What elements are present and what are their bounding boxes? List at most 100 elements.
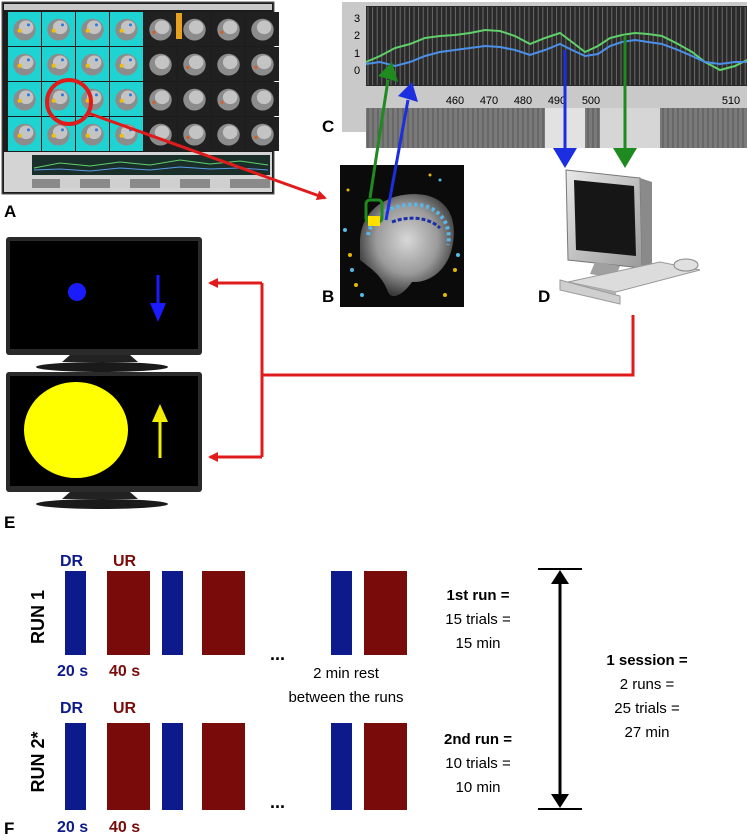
block-bar-stripes (367, 108, 744, 148)
slice-activation (119, 28, 124, 33)
slice-activation (254, 135, 258, 139)
x-tick-label: 470 (480, 95, 498, 107)
x-tick-label: 480 (514, 95, 532, 107)
slice-colorbar (176, 13, 182, 39)
down-feedback-dot (68, 283, 86, 301)
slice-activation (128, 93, 132, 97)
blue-arrow-b-to-c (384, 99, 410, 221)
session-summary-line2: 2 runs = (620, 676, 675, 693)
session-summary-line3: 25 trials = (614, 700, 680, 717)
feedback-loop-arrows (208, 278, 635, 462)
slice-brain-highlight (256, 125, 272, 140)
x-tick-label: 510 (722, 95, 740, 107)
run1-summary-line3: 15 min (455, 635, 500, 652)
slice-activation (94, 128, 98, 132)
slice-activation (94, 93, 98, 97)
slice-activation (119, 133, 124, 138)
y-tick-label: 3 (354, 13, 360, 25)
x-tick-label: 490 (548, 95, 566, 107)
slice-brain-highlight (154, 20, 170, 35)
computer-screen (574, 180, 636, 256)
slice-activation (119, 63, 124, 68)
mouse (673, 258, 699, 272)
keyboard (567, 261, 701, 293)
arrow-a-to-b (87, 111, 327, 201)
slice-brain-highlight (222, 125, 238, 140)
slice-brain-highlight (52, 125, 68, 140)
run2-dr-duration: 20 s (57, 819, 88, 836)
slice-activation (119, 98, 124, 103)
dr-block (331, 571, 352, 655)
slice-brain-highlight (188, 20, 204, 35)
slice-brain-highlight (86, 125, 102, 140)
brain-sagittal-shape (360, 194, 454, 297)
panel-label-d: D (538, 287, 550, 306)
ur-block (107, 723, 150, 810)
slice-activation (26, 58, 30, 62)
slice-brain-highlight (18, 125, 34, 140)
slice-activation (60, 128, 64, 132)
slice-activation (17, 133, 22, 138)
slice-activation (94, 23, 98, 27)
roi-highlight-circle (45, 78, 93, 126)
run1-block-sequence (65, 571, 407, 655)
slice-activation (220, 30, 224, 34)
scanner-titlebar (4, 4, 272, 10)
panel-label-e: E (4, 513, 15, 532)
arrows-b-to-c (368, 62, 418, 221)
panel-e-monitor-upregulate (6, 372, 202, 509)
slice-activation (51, 28, 56, 33)
down-arrow-icon (150, 303, 166, 322)
run1-ur-label: UR (113, 553, 137, 570)
run2-ur-label: UR (113, 700, 137, 717)
slice-activation (51, 133, 56, 138)
slice-brain-highlight (120, 55, 136, 70)
slice-activation (220, 100, 224, 104)
slice-brain-highlight (86, 55, 102, 70)
dr-block (162, 571, 183, 655)
mini-block-bar (32, 179, 270, 188)
panel-label-b: B (322, 287, 334, 306)
panel-b-brain-slice (340, 165, 464, 307)
y-tick-label: 2 (354, 30, 360, 42)
slice-brain-highlight (52, 55, 68, 70)
run1-ur-duration: 40 s (109, 663, 140, 680)
panel-label-c: C (322, 117, 334, 136)
slice-activation (17, 63, 22, 68)
arrows-c-to-d (553, 35, 637, 168)
run1-dr-label: DR (60, 553, 84, 570)
up-arrow-icon (152, 404, 168, 422)
mini-blue-trace (33, 166, 269, 172)
slice-activation (128, 23, 132, 27)
slice-brain-highlight (18, 55, 34, 70)
green-roi-trace (365, 28, 748, 72)
slice-activation (152, 30, 156, 34)
slice-activation (254, 65, 258, 69)
slice-activation (85, 28, 90, 33)
ur-block (364, 571, 407, 655)
dr-block (65, 571, 86, 655)
slice-activation (51, 98, 56, 103)
slice-brain-highlight (18, 20, 34, 35)
run1-dr-duration: 20 s (57, 663, 88, 680)
rest-text-line1: 2 min rest (313, 665, 380, 682)
activation-yellow-blob (368, 216, 380, 226)
y-tick-label: 0 (354, 65, 360, 77)
slice-brain-highlight (188, 125, 204, 140)
slice-activation (26, 23, 30, 27)
slice-activation (60, 58, 64, 62)
session-summary-line4: 27 min (624, 724, 669, 741)
x-tick-label: 500 (582, 95, 600, 107)
slice-activation (26, 128, 30, 132)
computer-base (559, 279, 621, 305)
slice-activation (60, 93, 64, 97)
run2-summary-line2: 10 trials = (445, 755, 511, 772)
block-highlight (600, 108, 660, 148)
slice-activation (85, 98, 90, 103)
run2-ur-duration: 40 s (109, 819, 140, 836)
mini-green-trace (33, 159, 269, 169)
run1-summary-line2: 15 trials = (445, 611, 511, 628)
